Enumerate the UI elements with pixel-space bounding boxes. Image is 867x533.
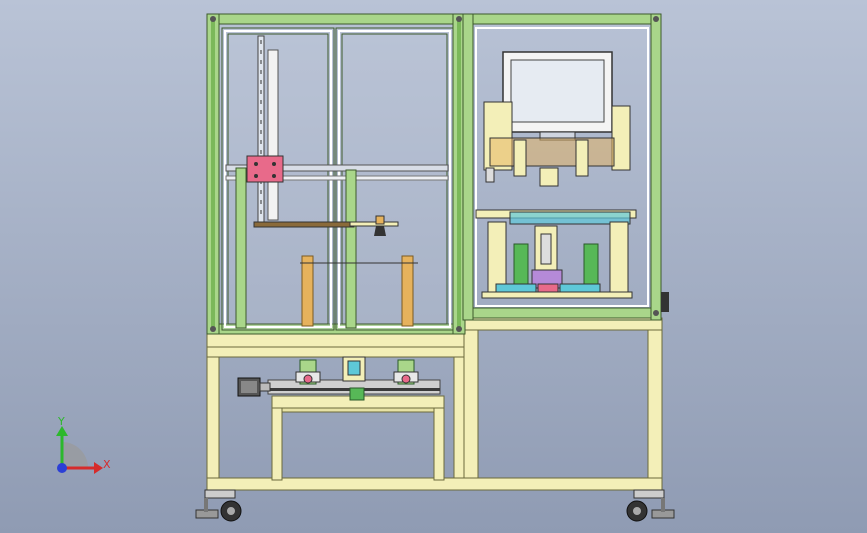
caster-wheel-left [195,489,242,522]
triad-plane-icon [62,442,88,468]
hmi-touchscreen [502,51,613,141]
press-station [475,101,637,299]
caster-wheel-right [626,489,675,522]
base-frame [206,317,663,491]
conveyor-rail [267,356,441,401]
linear-module-vertical [225,35,449,329]
coordinate-triad: Y X [56,415,111,474]
right-cabinet-frame [462,13,669,321]
workpiece-guides [300,255,418,327]
z-axis-dot [57,463,67,473]
stepper-motor [237,377,271,397]
y-axis-label: Y [57,415,65,428]
x-axis-label: X [103,458,111,471]
gripper-carriage [246,155,284,183]
